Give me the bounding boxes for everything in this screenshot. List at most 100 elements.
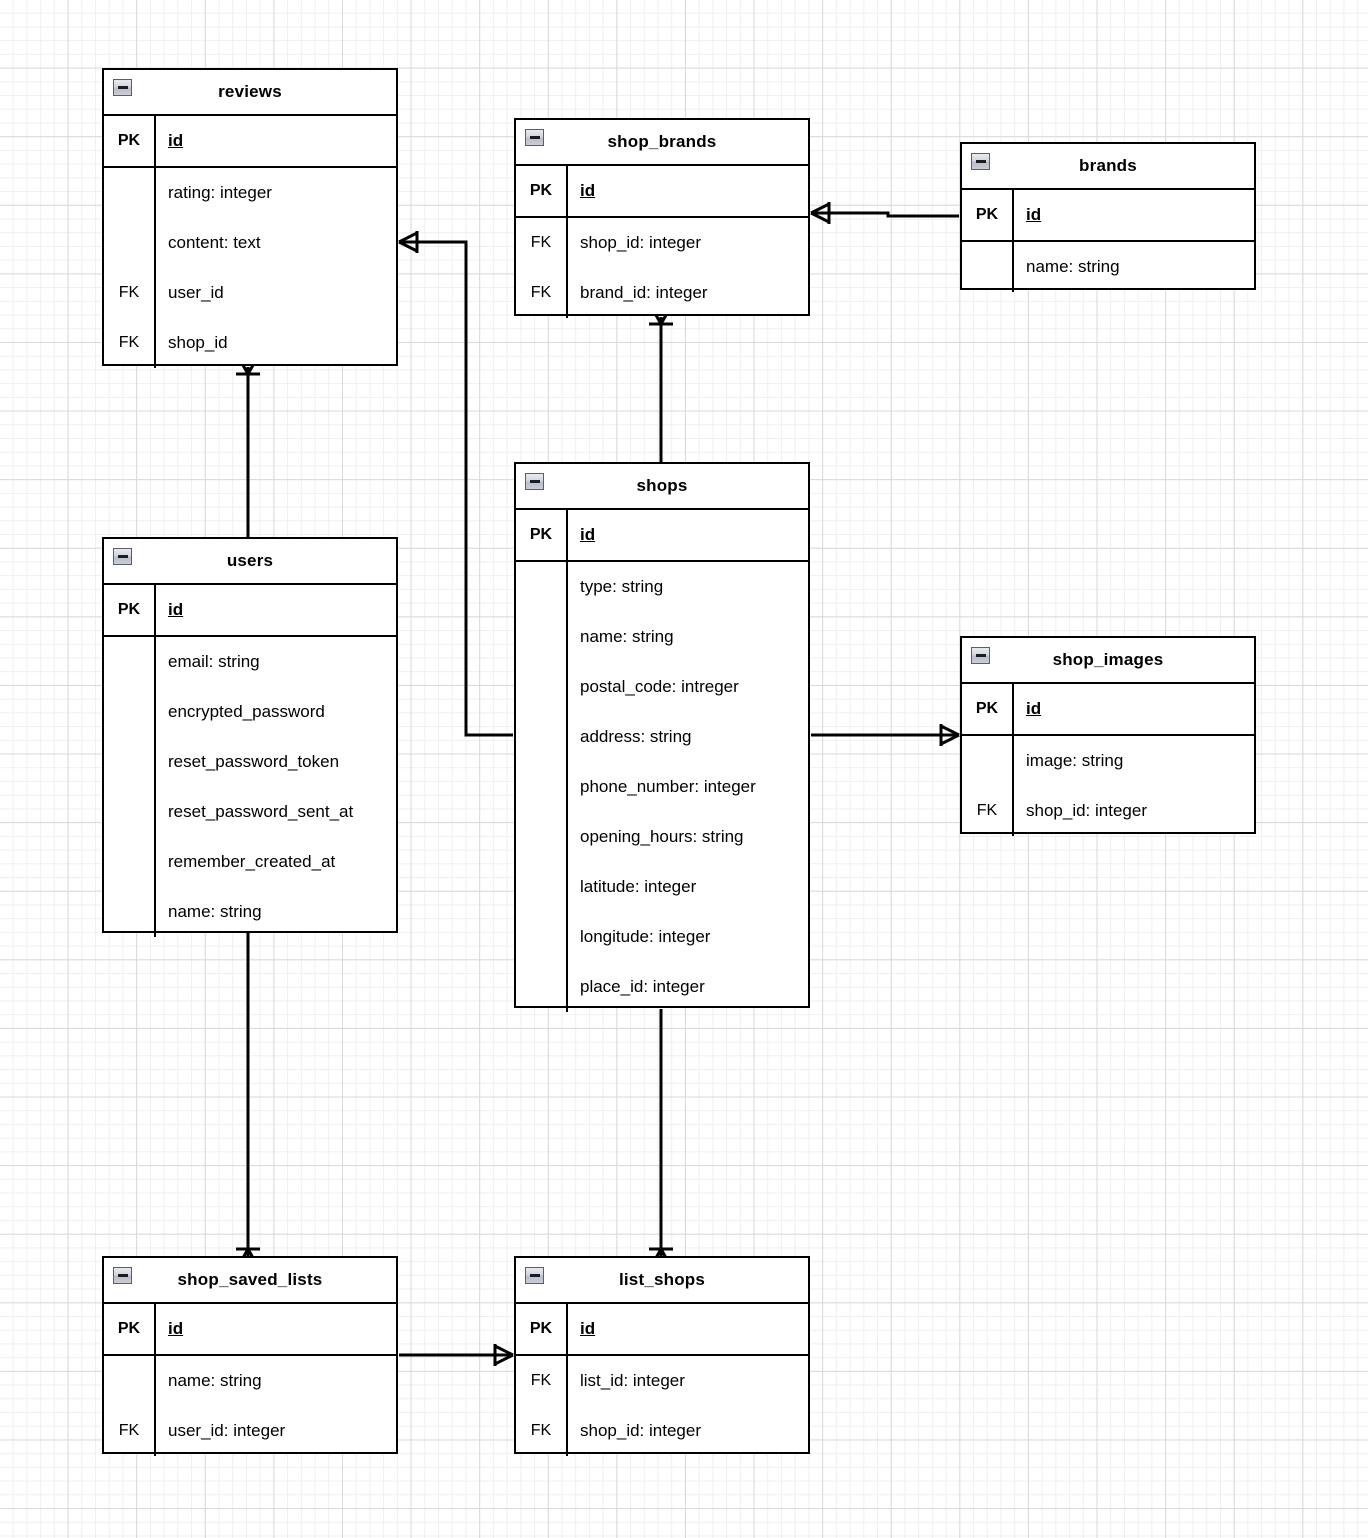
entity-row[interactable]: type: string bbox=[516, 562, 808, 612]
row-field-label: type: string bbox=[566, 562, 808, 612]
minus-square-icon[interactable] bbox=[525, 1267, 544, 1284]
row-field-label: id bbox=[1012, 684, 1254, 734]
entity-row[interactable]: name: string bbox=[104, 887, 396, 937]
minus-square-icon[interactable] bbox=[525, 129, 544, 146]
entity-row[interactable]: address: string bbox=[516, 712, 808, 762]
row-key-label bbox=[104, 637, 154, 687]
entity-row[interactable]: name: string bbox=[962, 242, 1254, 292]
entity-row[interactable]: longitude: integer bbox=[516, 912, 808, 962]
minus-square-icon[interactable] bbox=[113, 548, 132, 565]
row-key-label bbox=[516, 712, 566, 762]
row-field-label: reset_password_token bbox=[154, 737, 396, 787]
row-key-label bbox=[516, 862, 566, 912]
entity-row[interactable]: reset_password_sent_at bbox=[104, 787, 396, 837]
entity-name: shops bbox=[636, 476, 688, 495]
minus-square-icon[interactable] bbox=[525, 473, 544, 490]
entity-row[interactable]: postal_code: intreger bbox=[516, 662, 808, 712]
entity-row[interactable]: rating: integer bbox=[104, 168, 396, 218]
row-field-label: shop_id: integer bbox=[566, 1406, 808, 1456]
row-key-label bbox=[516, 812, 566, 862]
entity-row[interactable]: reset_password_token bbox=[104, 737, 396, 787]
row-field-label: shop_id: integer bbox=[1012, 786, 1254, 836]
minus-square-icon[interactable] bbox=[971, 153, 990, 170]
entity-row[interactable]: image: string bbox=[962, 736, 1254, 786]
row-field-label: name: string bbox=[154, 887, 396, 937]
row-key-label bbox=[516, 912, 566, 962]
crowfoot-shopsavedlists-listshops bbox=[493, 1344, 514, 1366]
entity-row[interactable]: opening_hours: string bbox=[516, 812, 808, 862]
row-field-label: longitude: integer bbox=[566, 912, 808, 962]
minus-square-icon[interactable] bbox=[113, 79, 132, 96]
row-field-label: shop_id bbox=[154, 318, 396, 368]
row-key-label bbox=[962, 242, 1012, 292]
row-field-label: opening_hours: string bbox=[566, 812, 808, 862]
entity-row[interactable]: latitude: integer bbox=[516, 862, 808, 912]
row-key-label: FK bbox=[530, 1372, 552, 1389]
row-key-label: PK bbox=[975, 206, 999, 223]
row-key-label bbox=[962, 736, 1012, 786]
row-key-label bbox=[104, 168, 154, 218]
entity-title-bar: users bbox=[104, 539, 396, 585]
row-key-label bbox=[516, 612, 566, 662]
entity-title-bar: list_shops bbox=[516, 1258, 808, 1304]
row-field-label: user_id bbox=[154, 268, 396, 318]
entity-row[interactable]: name: string bbox=[104, 1356, 396, 1406]
row-field-label: place_id: integer bbox=[566, 962, 808, 1012]
entity-row[interactable]: encrypted_password bbox=[104, 687, 396, 737]
row-field-label: postal_code: intreger bbox=[566, 662, 808, 712]
minus-square-icon[interactable] bbox=[971, 647, 990, 664]
entity-row[interactable]: remember_created_at bbox=[104, 837, 396, 887]
row-key-label: PK bbox=[529, 526, 553, 543]
entity-row[interactable]: phone_number: integer bbox=[516, 762, 808, 812]
entity-row[interactable]: content: text bbox=[104, 218, 396, 268]
row-key-label bbox=[516, 662, 566, 712]
minus-square-icon[interactable] bbox=[113, 1267, 132, 1284]
entity-fields-section: name: string bbox=[962, 242, 1254, 292]
row-field-label: encrypted_password bbox=[154, 687, 396, 737]
row-field-label: brand_id: integer bbox=[566, 268, 808, 318]
row-key-label: FK bbox=[530, 1422, 552, 1439]
entity-name: shop_saved_lists bbox=[177, 1270, 323, 1289]
minus-glyph bbox=[117, 86, 128, 89]
entity-row[interactable]: name: string bbox=[516, 612, 808, 662]
minus-glyph bbox=[117, 1274, 128, 1277]
row-key-label: FK bbox=[118, 284, 140, 301]
entity-name: shop_images bbox=[1052, 650, 1164, 669]
edge-reviews-shops bbox=[399, 240, 513, 737]
entity-row[interactable]: email: string bbox=[104, 637, 396, 687]
row-field-label: id bbox=[566, 166, 808, 216]
row-field-label: id bbox=[154, 116, 396, 166]
edge-shopbrands-brands bbox=[811, 211, 959, 218]
entity-row[interactable]: place_id: integer bbox=[516, 962, 808, 1012]
crowfoot-shops-shopimages bbox=[939, 724, 960, 746]
entity-row[interactable]: FK shop_id: integer bbox=[516, 1406, 808, 1456]
entity-row[interactable]: FK user_id bbox=[104, 268, 396, 318]
